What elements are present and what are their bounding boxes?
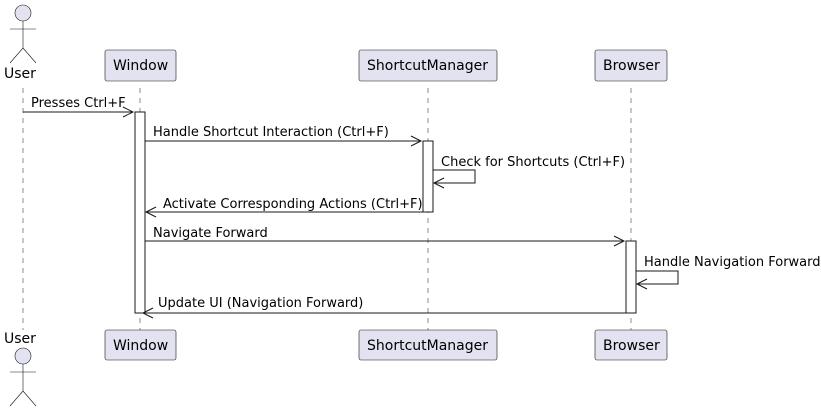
message-presses-ctrl-f: Presses Ctrl+F	[23, 96, 135, 118]
participant-window-top: Window	[104, 49, 177, 82]
message-7-label: Update UI (Navigation Forward)	[158, 296, 363, 311]
message-3-label: Check for Shortcuts (Ctrl+F)	[441, 155, 625, 170]
message-4-label: Activate Corresponding Actions (Ctrl+F)	[163, 197, 423, 212]
message-1-label: Presses Ctrl+F	[31, 96, 126, 111]
actor-user-top-label: User	[4, 66, 36, 82]
participant-browser-bottom: Browser	[594, 329, 668, 361]
message-handle-navigation-forward: Handle Navigation Forward	[635, 255, 821, 290]
participant-browser-top-label: Browser	[603, 58, 660, 74]
user-figure-icon	[9, 347, 37, 407]
activation-browser	[625, 240, 637, 314]
message-update-ui: Update UI (Navigation Forward)	[141, 296, 626, 319]
message-6-label: Handle Navigation Forward	[644, 255, 821, 270]
participant-shortcut-manager-bottom: ShortcutManager	[358, 329, 498, 361]
actor-user-bottom: User	[4, 331, 37, 407]
user-figure-icon	[9, 4, 37, 64]
participant-browser-top: Browser	[594, 49, 668, 82]
message-navigate-forward: Navigate Forward	[145, 226, 626, 247]
message-activate-corresponding-actions: Activate Corresponding Actions (Ctrl+F)	[144, 197, 423, 218]
participant-window-bottom: Window	[104, 329, 177, 361]
participant-browser-bottom-label: Browser	[603, 338, 660, 354]
participant-window-top-label: Window	[113, 58, 168, 74]
message-handle-shortcut-interaction: Handle Shortcut Interaction (Ctrl+F)	[145, 125, 423, 147]
actor-user-bottom-label: User	[4, 331, 36, 347]
message-2-label: Handle Shortcut Interaction (Ctrl+F)	[153, 125, 389, 140]
participant-shortcut-manager-bottom-label: ShortcutManager	[367, 338, 488, 354]
message-check-for-shortcuts: Check for Shortcuts (Ctrl+F)	[432, 155, 625, 189]
participant-shortcut-manager-top: ShortcutManager	[358, 49, 498, 82]
activation-window	[134, 111, 146, 314]
message-5-label: Navigate Forward	[153, 226, 268, 241]
actor-user-top: User	[4, 4, 37, 82]
activation-shortcut-manager	[422, 140, 434, 213]
participant-shortcut-manager-top-label: ShortcutManager	[367, 58, 488, 74]
participant-window-bottom-label: Window	[113, 338, 168, 354]
